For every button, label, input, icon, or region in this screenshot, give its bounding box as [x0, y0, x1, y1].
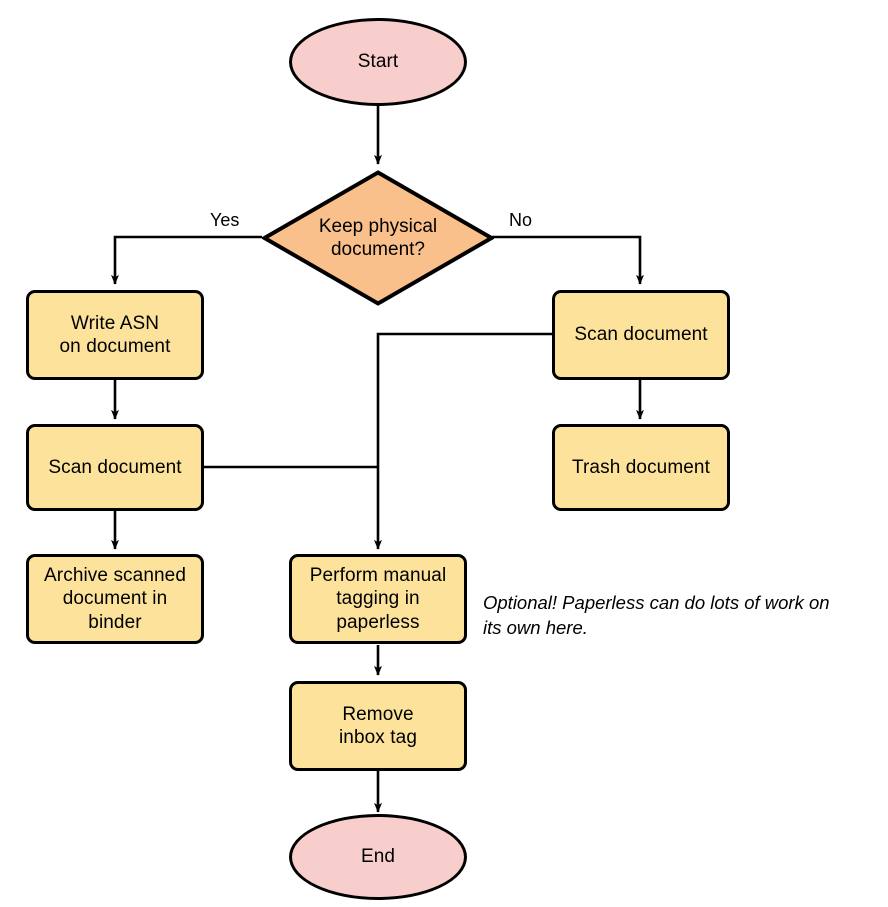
edge-decision-yes-to-write-asn	[111, 235, 262, 285]
edge-label-no: No	[509, 210, 533, 230]
node-start-label: Start	[357, 51, 399, 73]
node-trash-document[interactable]: Trash document	[552, 424, 730, 511]
node-scan-document-left-label: Scan document	[48, 456, 182, 478]
decision-diamond-shape	[262, 170, 494, 306]
node-scan-document-right[interactable]: Scan document	[552, 290, 730, 380]
edge-decision-no-to-scan-right	[492, 235, 644, 285]
edge-scan-right-to-tagging	[374, 332, 552, 550]
node-archive-label: Archive scanned document in binder	[44, 565, 186, 633]
node-end[interactable]: End	[289, 814, 467, 900]
node-decision-label: Keep physical document?	[318, 215, 438, 260]
node-scan-document-left[interactable]: Scan document	[26, 424, 204, 511]
node-trash-document-label: Trash document	[572, 456, 710, 478]
node-tagging-label: Perform manual tagging in paperless	[309, 565, 447, 633]
node-perform-manual-tagging[interactable]: Perform manual tagging in paperless	[289, 554, 467, 644]
node-write-asn-on-document[interactable]: Write ASN on document	[26, 290, 204, 380]
node-write-asn-label: Write ASN on document	[59, 312, 171, 357]
annotation-optional-note: Optional! Paperless can do lots of work …	[483, 592, 830, 638]
node-decision-keep-physical-document[interactable]: Keep physical document?	[262, 170, 494, 306]
edge-label-yes: Yes	[210, 210, 240, 230]
node-remove-inbox-tag[interactable]: Remove inbox tag	[289, 681, 467, 771]
node-start[interactable]: Start	[289, 18, 467, 106]
node-scan-document-right-label: Scan document	[574, 324, 708, 346]
node-end-label: End	[360, 846, 396, 868]
node-archive-scanned-document[interactable]: Archive scanned document in binder	[26, 554, 204, 644]
node-remove-inbox-label: Remove inbox tag	[338, 703, 417, 748]
